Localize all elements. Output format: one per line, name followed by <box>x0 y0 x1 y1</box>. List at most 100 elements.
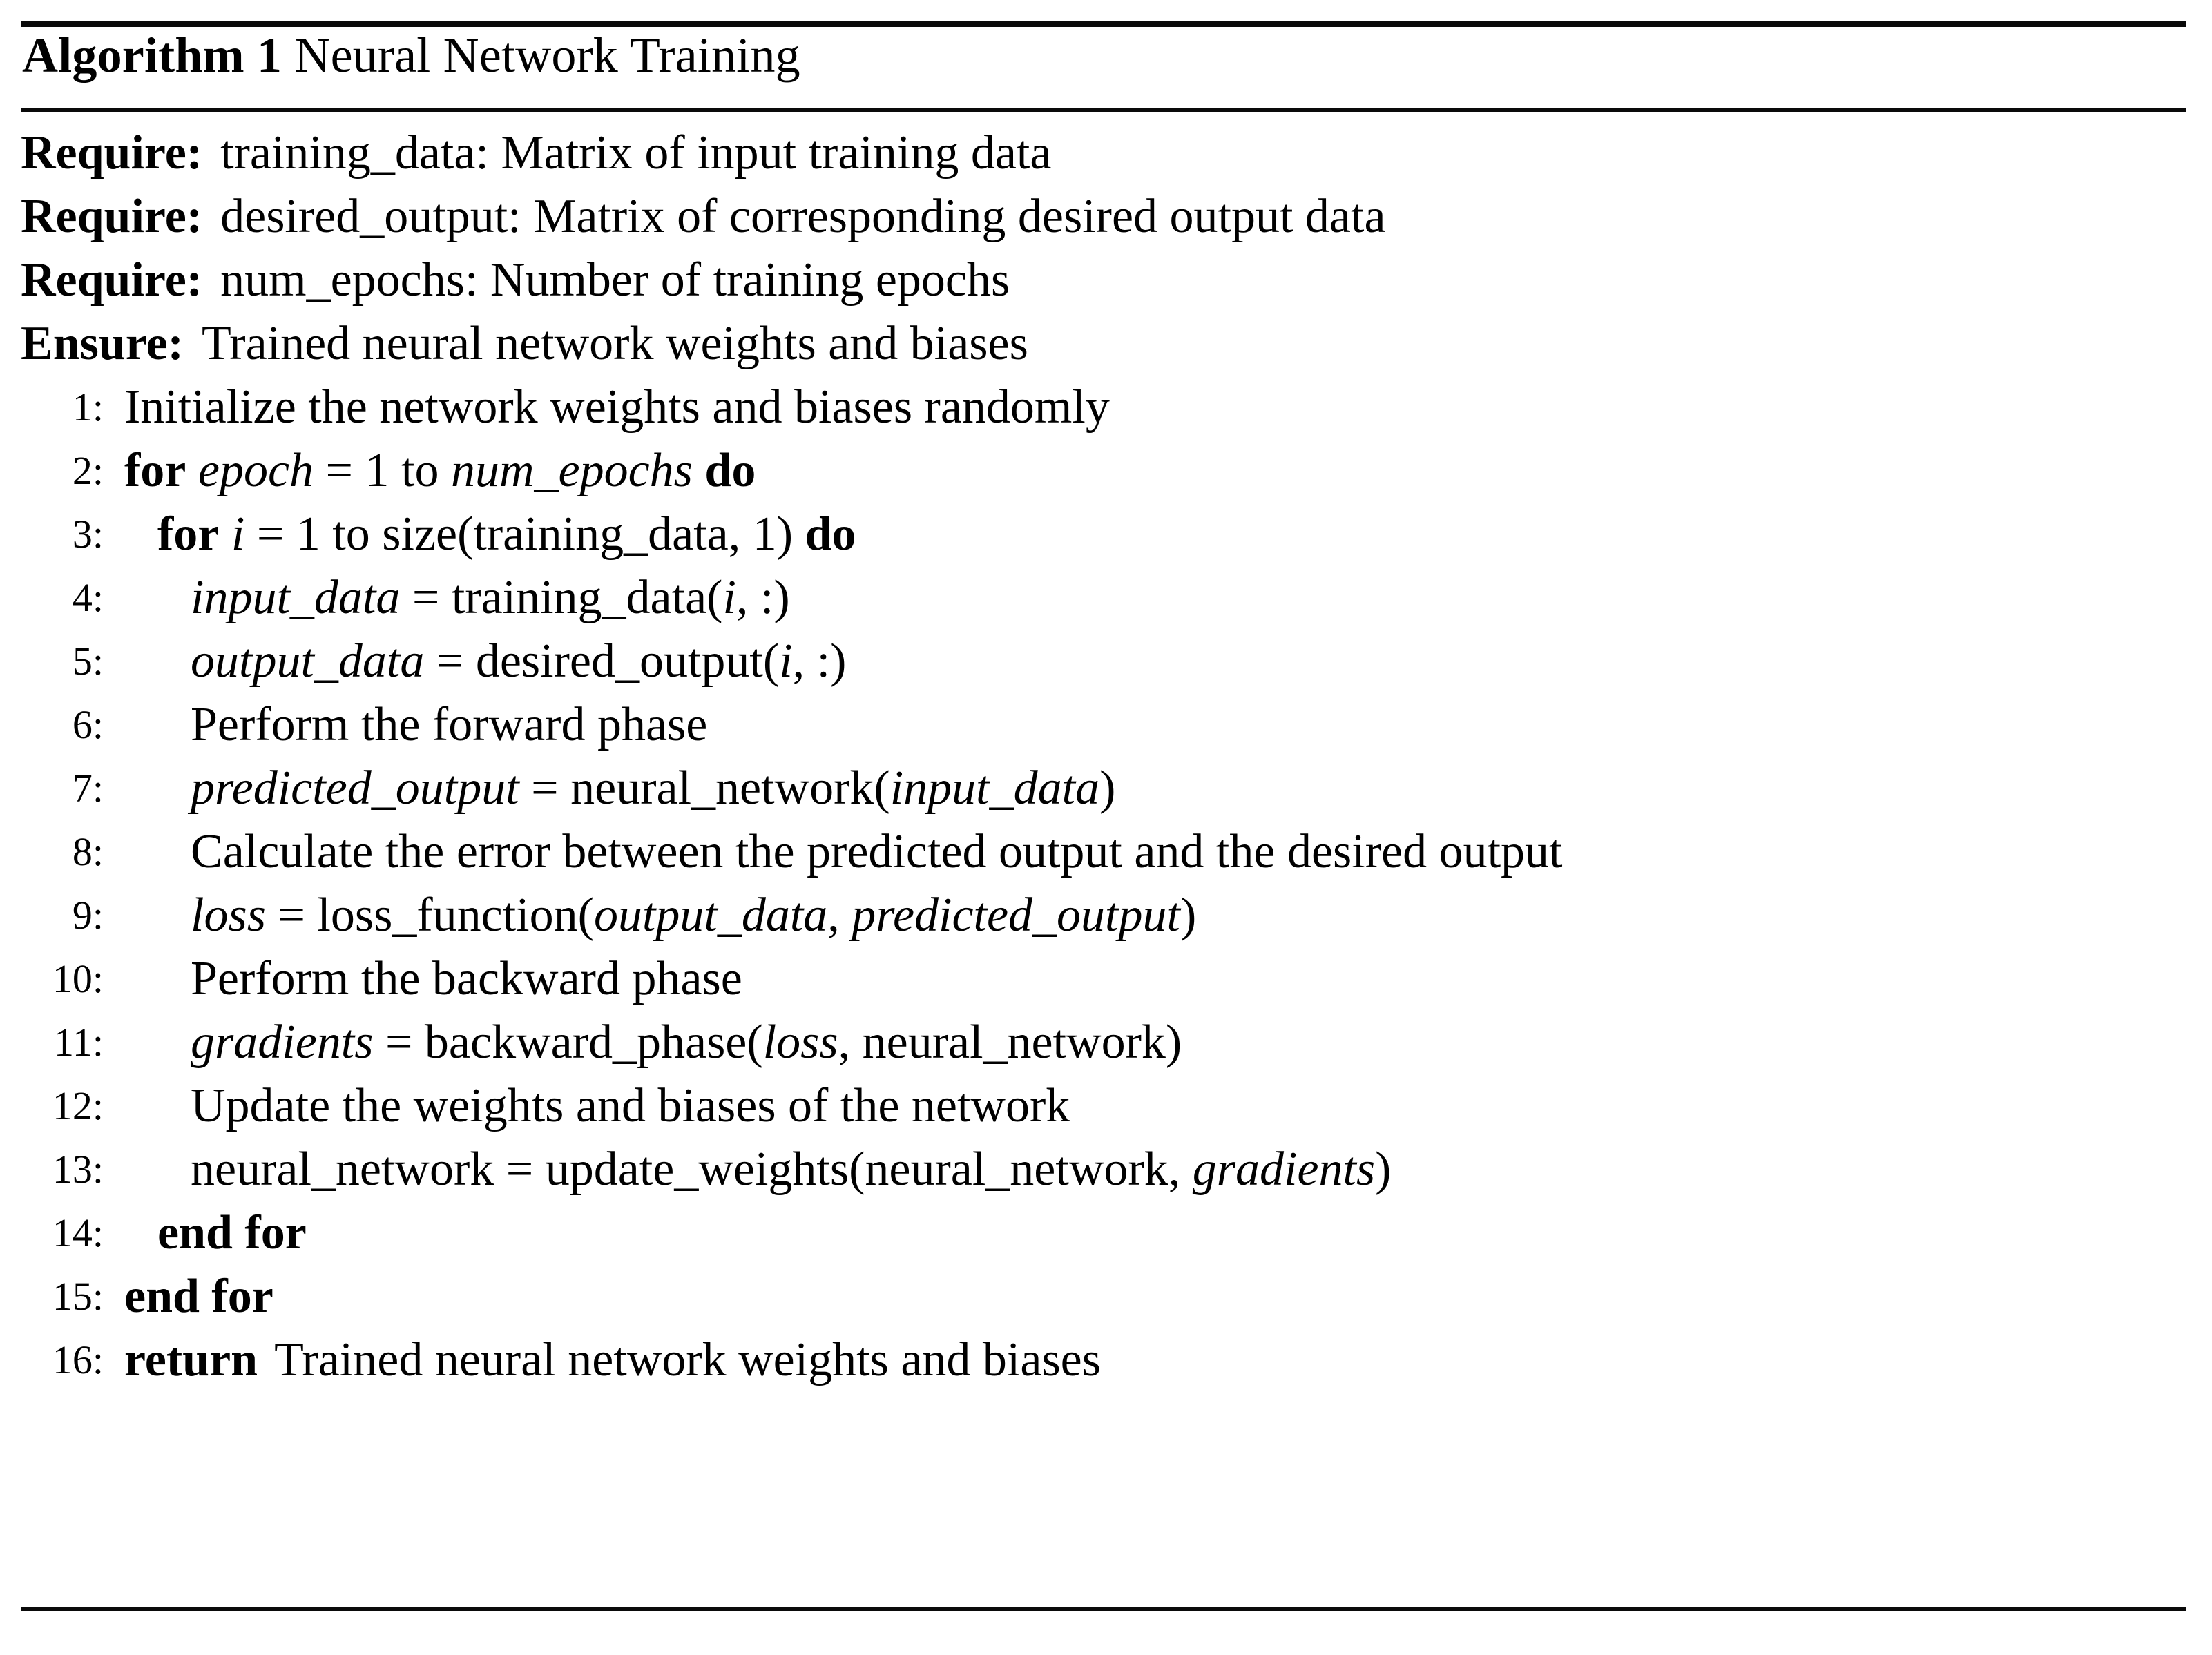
step-statement: Initialize the network weights and biase… <box>124 376 1110 439</box>
token-text: = 1 to <box>314 444 451 497</box>
token-variable: i <box>231 507 245 561</box>
step-statement: return Trained neural network weights and… <box>124 1328 1101 1392</box>
step-number: 11: <box>54 1020 104 1065</box>
step-number: 5: <box>72 639 104 684</box>
algorithm-precondition-row: Require: desired_output: Matrix of corres… <box>0 185 2212 249</box>
algorithm-step-row: 6: Perform the forward phase <box>0 693 2212 757</box>
token-variable: epoch <box>198 444 314 497</box>
step-statement: output_data = desired_output(i, :) <box>191 630 846 693</box>
token-variable: num_epochs <box>450 444 693 497</box>
algorithm-step-row: 12: Update the weights and biases of the … <box>0 1074 2212 1138</box>
step-number: 1: <box>72 385 104 429</box>
algorithm-step-row: 14: end for <box>0 1201 2212 1265</box>
token-text: Perform the forward phase <box>191 698 708 751</box>
token-text: = loss_function( <box>265 889 594 942</box>
algorithm-step-row: 5: output_data = desired_output(i, :) <box>0 630 2212 693</box>
algorithm-requirements: Require:training_data: Matrix of input t… <box>0 122 2212 376</box>
step-number: 13: <box>52 1147 104 1192</box>
token-text: = backward_phase( <box>373 1016 763 1069</box>
algorithm-step-row: 13: neural_network = update_weights(neura… <box>0 1138 2212 1201</box>
algorithm-step-row: 10: Perform the backward phase <box>0 947 2212 1011</box>
token-text: Calculate the error between the predicte… <box>191 825 1563 878</box>
step-statement: for epoch = 1 to num_epochs do <box>124 439 756 503</box>
precondition-text: Trained neural network weights and biase… <box>201 317 1028 370</box>
token-variable: predicted_output <box>852 889 1180 942</box>
token-text: Trained neural network weights and biase… <box>274 1333 1101 1386</box>
step-statement: loss = loss_function(output_data, predic… <box>191 884 1196 947</box>
step-statement: neural_network = update_weights(neural_n… <box>191 1138 1391 1201</box>
step-number: 8: <box>72 829 104 874</box>
token-variable: gradients <box>1192 1143 1376 1196</box>
step-number: 6: <box>72 702 104 747</box>
step-number: 16: <box>52 1337 104 1382</box>
token-keyword: do <box>704 444 756 497</box>
precondition-keyword: Require: <box>21 190 203 243</box>
algorithm-precondition-row: Require: num_epochs: Number of training e… <box>0 249 2212 312</box>
token-keyword: return <box>124 1333 258 1386</box>
step-statement: Perform the forward phase <box>191 693 707 757</box>
step-statement: end for <box>157 1201 307 1265</box>
token-keyword: end for <box>157 1206 307 1259</box>
token-variable: input_data <box>191 571 401 624</box>
algorithm-step-row: 4:input_data = training_data(i, :) <box>0 566 2212 630</box>
precondition-keyword: Require: <box>21 126 203 180</box>
token-variable: output_data <box>191 635 425 688</box>
token-variable: predicted_output <box>191 762 519 815</box>
step-number: 14: <box>52 1210 104 1255</box>
token-text: = neural_network( <box>519 762 890 815</box>
algorithm-step-row: 3: for i = 1 to size(training_data, 1) do <box>0 503 2212 566</box>
precondition-text: num_epochs: Number of training epochs <box>220 253 1010 307</box>
token-keyword: end for <box>124 1270 273 1323</box>
token-keyword: do <box>805 507 856 561</box>
token-text: Initialize the network weights and biase… <box>124 380 1110 434</box>
algorithm-step-row: 7: predicted_output = neural_network(inpu… <box>0 757 2212 820</box>
token-variable: i <box>779 635 793 688</box>
algorithm-precondition-row: Ensure: Trained neural network weights an… <box>0 312 2212 376</box>
token-variable: output_data <box>593 889 828 942</box>
token-text: , :) <box>735 571 790 624</box>
step-number: 2: <box>72 448 104 493</box>
step-statement: Update the weights and biases of the net… <box>191 1074 1070 1138</box>
token-text: = training_data( <box>400 571 723 624</box>
algorithm-title: Algorithm 1 Neural Network Training <box>22 30 800 80</box>
token-text: , neural_network) <box>838 1016 1182 1069</box>
step-statement: end for <box>124 1265 273 1328</box>
step-number: 12: <box>52 1083 104 1128</box>
token-text: = desired_output( <box>424 635 780 688</box>
step-statement: Calculate the error between the predicte… <box>191 820 1563 884</box>
step-number: 15: <box>52 1274 104 1319</box>
token-text: ) <box>1375 1143 1392 1196</box>
step-number: 7: <box>72 766 104 811</box>
precondition-keyword: Ensure: <box>21 317 184 370</box>
token-text: = 1 to size(training_data, 1) <box>244 507 805 561</box>
step-number: 3: <box>72 512 104 556</box>
step-statement: gradients = backward_phase(loss, neural_… <box>191 1011 1182 1074</box>
rule-title-separator <box>21 108 2186 112</box>
token-variable: loss <box>762 1016 838 1069</box>
token-text: ) <box>1180 889 1197 942</box>
algorithm-step-row: 11: gradients = backward_phase(loss, neur… <box>0 1011 2212 1074</box>
algorithm-steps: 1: Initialize the network weights and bia… <box>0 376 2212 1392</box>
step-statement: Perform the backward phase <box>191 947 742 1011</box>
precondition-keyword: Require: <box>21 253 203 307</box>
step-statement: for i = 1 to size(training_data, 1) do <box>157 503 856 566</box>
token-keyword: for <box>157 507 220 561</box>
token-variable: loss <box>191 889 266 942</box>
token-variable: gradients <box>191 1016 374 1069</box>
rule-top <box>21 21 2186 27</box>
algorithm-number-label: Algorithm 1 <box>22 28 282 83</box>
token-text: ) <box>1099 762 1116 815</box>
token-text: , <box>827 889 852 942</box>
token-text: neural_network = update_weights(neural_n… <box>191 1143 1193 1196</box>
step-statement: input_data = training_data(i, :) <box>191 566 790 630</box>
token-keyword: for <box>124 444 186 497</box>
precondition-text: desired_output: Matrix of corresponding … <box>220 190 1386 243</box>
token-text: , :) <box>792 635 847 688</box>
step-number: 10: <box>52 956 104 1001</box>
token-variable: input_data <box>889 762 1100 815</box>
algorithm-step-row: 2: for epoch = 1 to num_epochs do <box>0 439 2212 503</box>
algorithm-step-row: 1: Initialize the network weights and bia… <box>0 376 2212 439</box>
step-statement: predicted_output = neural_network(input_… <box>191 757 1115 820</box>
step-number: 9: <box>72 893 104 938</box>
